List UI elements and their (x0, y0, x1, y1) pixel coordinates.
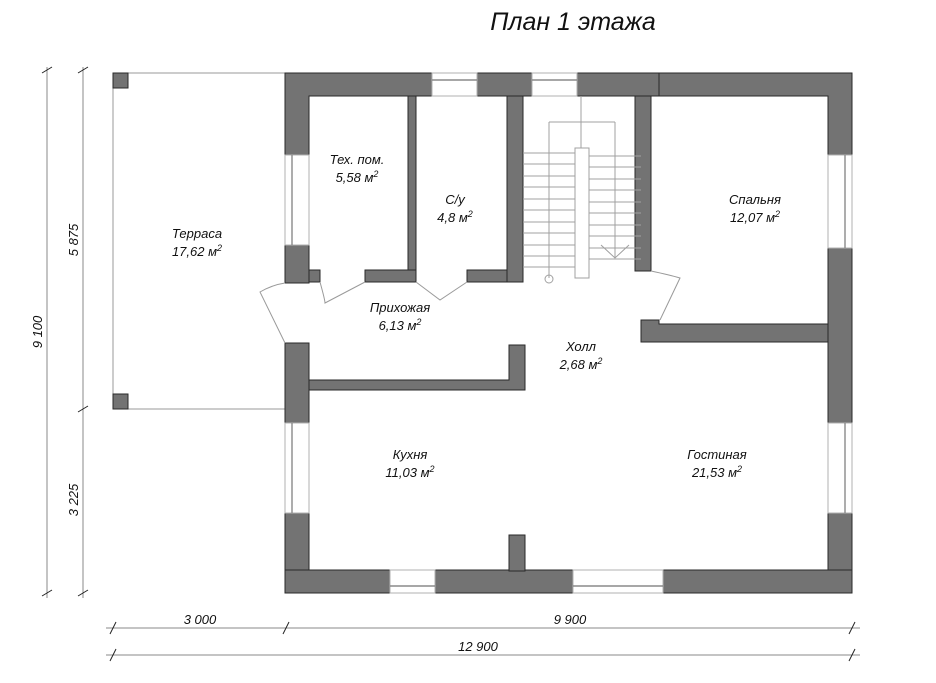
room-bedroom: Спальня 12,07 м2 (729, 192, 781, 225)
stair-start-circle (544, 274, 554, 284)
room-hall: Холл 2,68 м2 (559, 339, 603, 372)
staircase (523, 96, 641, 284)
room-living: Гостиная 21,53 м2 (687, 447, 747, 480)
room-area: 6,13 м2 (379, 317, 422, 333)
dimension-lines (41, 66, 860, 662)
stair-steps-left (523, 152, 575, 268)
dim-vertical-total: 9 100 (30, 315, 45, 348)
room-area: 12,07 м2 (730, 209, 780, 225)
room-area: 11,03 м2 (385, 464, 434, 480)
room-name: Спальня (729, 192, 781, 207)
terrace-post (112, 393, 129, 410)
room-name: Кухня (393, 447, 428, 462)
windows (284, 72, 853, 594)
dim-vertical-top: 5 875 (66, 223, 81, 256)
room-area: 2,68 м2 (559, 356, 603, 372)
dim-horizontal-left: 3 000 (184, 612, 217, 627)
terrace-post (112, 72, 129, 89)
dim-horizontal-total: 12 900 (458, 639, 499, 654)
room-area: 21,53 м2 (691, 464, 742, 480)
interior-walls (308, 95, 829, 391)
room-name: Прихожая (370, 300, 430, 315)
plan-title: План 1 этажа (490, 8, 656, 36)
room-name: Холл (565, 339, 597, 354)
room-terrace: Терраса 17,62 м2 (172, 226, 222, 259)
room-kitchen: Кухня 11,03 м2 (385, 447, 434, 480)
exterior-walls (284, 72, 853, 594)
room-area: 4,8 м2 (437, 209, 473, 225)
terrace (112, 72, 287, 410)
room-bathroom: С/у 4,8 м2 (437, 192, 473, 225)
dim-horizontal-right: 9 900 (554, 612, 587, 627)
doors (259, 270, 681, 344)
room-name: Тех. пом. (330, 152, 385, 167)
room-name: С/у (445, 192, 466, 207)
room-area: 5,58 м2 (336, 169, 379, 185)
room-name: Терраса (172, 226, 222, 241)
stair-steps-right (589, 155, 641, 260)
room-area: 17,62 м2 (172, 243, 222, 259)
dim-vertical-bottom: 3 225 (66, 483, 81, 516)
room-name: Гостиная (687, 447, 747, 462)
room-hallway: Прихожая 6,13 м2 (370, 300, 430, 333)
room-tech: Тех. пом. 5,58 м2 (330, 152, 385, 185)
